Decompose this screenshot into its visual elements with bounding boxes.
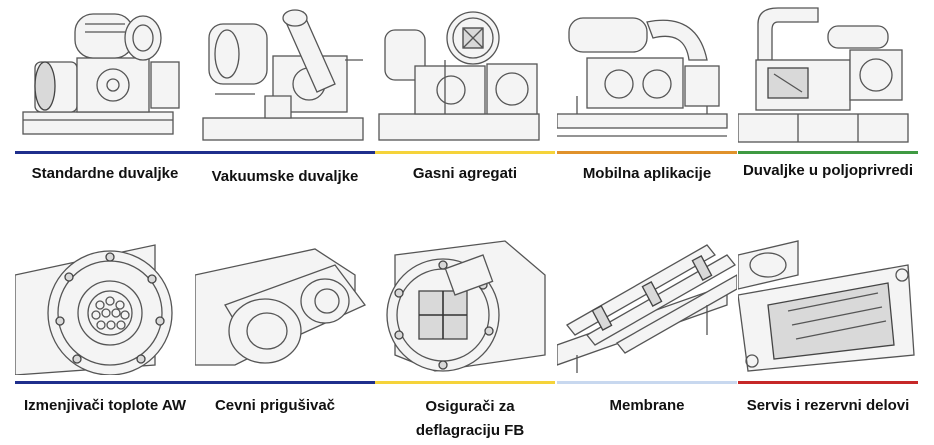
tile-label: Gasni agregati [412,165,518,182]
tile-label: Osigurači za deflagraciju FB [415,398,525,439]
tile-label: Standardne duvaljke [31,165,179,182]
tile-underline [375,381,555,384]
tile-label: Servis i rezervni delovi [746,397,910,414]
tile-underline [15,381,195,384]
tile-underline [557,381,737,384]
service-parts-illustration [738,235,918,375]
heat-exchanger-illustration [15,235,195,375]
tile-label: Duvaljke u poljoprivredi [742,162,914,179]
standard-blower-illustration [15,0,195,148]
agriculture-blower-illustration [738,0,918,148]
tile-underline [738,381,918,384]
tile-label: Cevni prigušivač [214,397,336,414]
deflagration-arrester-illustration [375,235,555,375]
tile-label: Mobilna aplikacije [582,165,712,182]
tile-underline [557,151,737,154]
tile-underline [15,151,195,154]
tile-underline [195,151,375,154]
mobile-application-illustration [557,0,737,148]
pipe-silencer-illustration [195,235,375,375]
membrane-illustration [557,235,737,375]
gas-aggregate-illustration [375,0,555,148]
vacuum-blower-illustration [195,0,375,148]
tile-label: Vakuumske duvaljke [211,168,359,185]
tile-underline [738,151,918,154]
tile-label: Izmenjivači toplote AW [24,397,186,414]
tile-underline [195,381,375,384]
tile-underline [375,151,555,154]
tile-label: Membrane [609,397,685,414]
